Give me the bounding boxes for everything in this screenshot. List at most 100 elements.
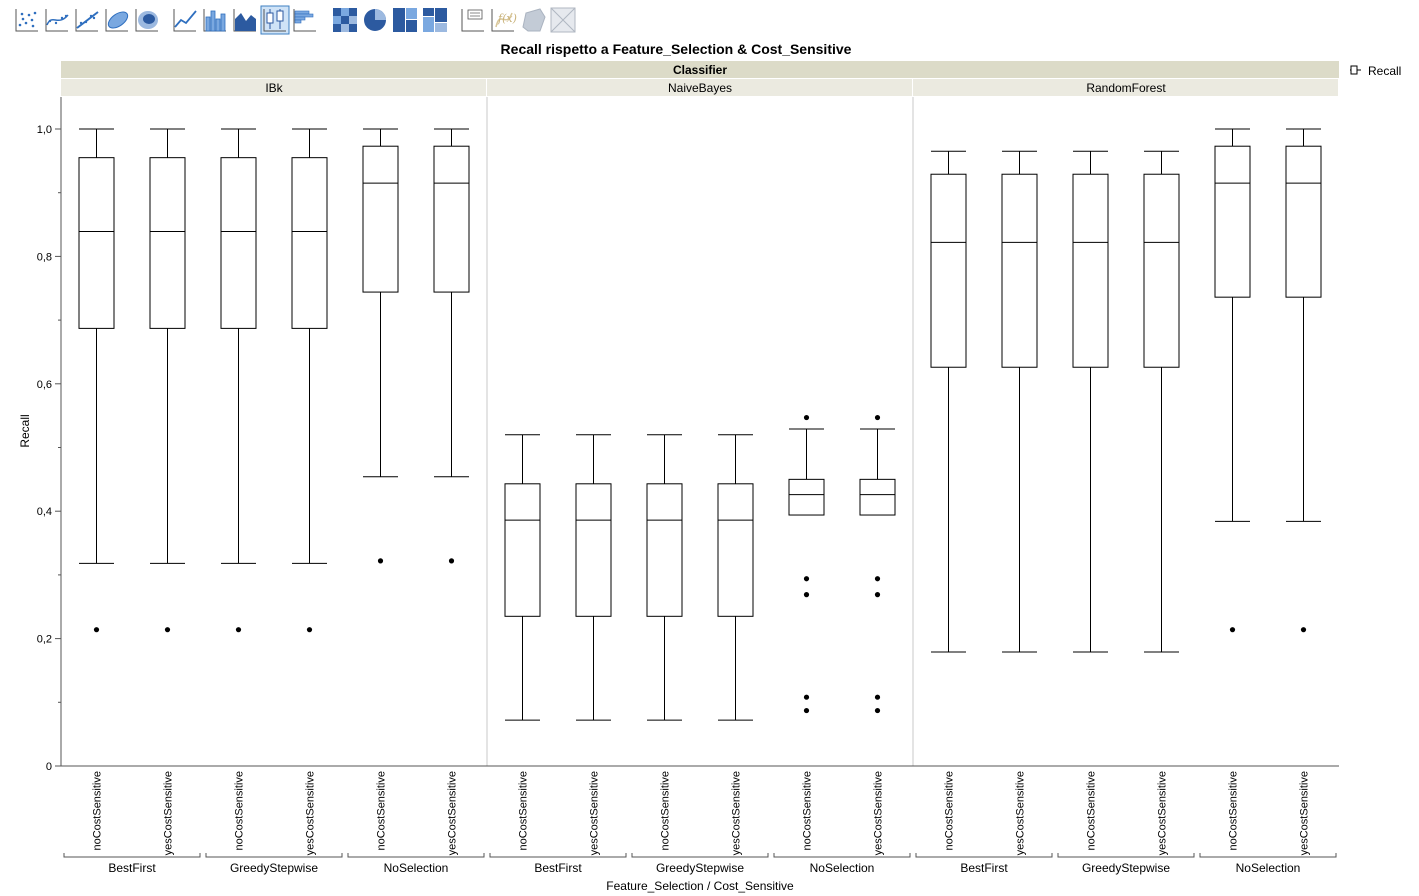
x-tick-label: yesCostSensitive — [1015, 771, 1027, 855]
outlier-point — [164, 627, 171, 633]
x-tick-label: yesCostSensitive — [873, 771, 885, 855]
x-tick-label: noCostSensitive — [234, 771, 246, 851]
box-randomforest-5[interactable] — [1214, 128, 1251, 633]
formula-button[interactable]: f(x) — [491, 9, 517, 32]
box-ibk-4[interactable] — [291, 128, 328, 633]
group-bracket — [631, 853, 769, 858]
iqr-box — [220, 157, 257, 329]
outlier-point — [306, 627, 313, 633]
iqr-box — [859, 478, 896, 516]
box-ibk-3[interactable] — [220, 128, 257, 633]
x-tick-label: noCostSensitive — [802, 771, 814, 851]
treemap-icon — [393, 8, 417, 32]
iqr-box — [646, 483, 683, 617]
outlier-point — [803, 414, 810, 421]
legend-label: Recall — [1368, 64, 1401, 78]
x-tick-label: yesCostSensitive — [731, 771, 743, 855]
group-label: GreedyStepwise — [656, 861, 744, 875]
ellipse-icon — [105, 9, 129, 32]
box-randomforest-1[interactable] — [930, 150, 967, 653]
box-naivebayes-1[interactable] — [504, 434, 541, 721]
x-tick-label: noCostSensitive — [944, 771, 956, 851]
line-button[interactable] — [173, 9, 197, 32]
box-randomforest-2[interactable] — [1001, 150, 1038, 653]
panel-header-label: IBk — [265, 81, 283, 95]
y-tick-label: 1,0 — [37, 124, 52, 136]
box-randomforest-4[interactable] — [1143, 150, 1180, 653]
box-naivebayes-3[interactable] — [646, 434, 683, 721]
panel-header — [913, 79, 1338, 96]
group-bracket — [489, 853, 627, 858]
box-ibk-2[interactable] — [149, 128, 186, 633]
iqr-box — [433, 145, 470, 293]
box-naivebayes-2[interactable] — [575, 434, 612, 721]
bar-icon — [203, 9, 226, 32]
x-tick-label: yesCostSensitive — [589, 771, 601, 855]
box-naivebayes-4[interactable] — [717, 434, 754, 721]
outlier-point — [377, 558, 384, 564]
histogram-icon — [293, 9, 316, 32]
classifier-header-bar — [61, 61, 1339, 78]
plot-area — [61, 97, 1339, 766]
box-naivebayes-6[interactable] — [859, 414, 896, 714]
group-label: NoSelection — [1236, 861, 1301, 875]
x-tick-label: noCostSensitive — [1228, 771, 1240, 851]
iqr-box — [788, 478, 825, 516]
x-tick-label: yesCostSensitive — [1157, 771, 1169, 855]
iqr-box — [1143, 173, 1180, 368]
box-ibk-6[interactable] — [433, 128, 470, 564]
outlier-point — [803, 707, 810, 714]
x-tick-label: noCostSensitive — [660, 771, 672, 851]
chart-title: Recall rispetto a Feature_Selection & Co… — [501, 41, 852, 57]
caption-box-button[interactable] — [461, 9, 484, 32]
legend[interactable]: Recall — [1350, 64, 1401, 78]
x-tick-label: yesCostSensitive — [163, 771, 175, 855]
iqr-box — [149, 157, 186, 329]
x-axis-title: Feature_Selection / Cost_Sensitive — [606, 879, 794, 893]
box-naivebayes-5[interactable] — [788, 414, 825, 714]
map-button[interactable] — [550, 7, 576, 33]
classifier-header-label: Classifier — [673, 63, 727, 77]
heatmap-button[interactable] — [333, 8, 357, 32]
pie-button[interactable] — [364, 9, 386, 31]
points-button[interactable] — [15, 9, 38, 32]
iqr-box — [1001, 173, 1038, 368]
group-bracket — [1199, 853, 1337, 858]
box-randomforest-6[interactable] — [1285, 128, 1322, 633]
y-tick-label: 0 — [46, 761, 52, 773]
area-button[interactable] — [233, 9, 256, 32]
line-of-fit-button[interactable] — [75, 9, 99, 32]
y-axis-title: Recall — [18, 414, 32, 447]
y-tick-label: 0,6 — [37, 379, 52, 391]
mosaic-icon — [423, 8, 447, 32]
iqr-box — [78, 157, 115, 329]
panel-ibk: IBk — [61, 79, 486, 633]
iqr-box — [1285, 145, 1322, 298]
box-randomforest-3[interactable] — [1072, 150, 1109, 653]
x-axis: noCostSensitive yesCostSensitive noCostSen… — [61, 765, 1339, 875]
toolbar-icons: f(x) — [15, 5, 576, 35]
treemap-button[interactable] — [393, 8, 417, 32]
caption-box-icon — [461, 9, 484, 32]
map-shapes-button[interactable] — [522, 8, 546, 32]
outlier-point — [803, 592, 810, 598]
line-of-fit-icon — [75, 9, 99, 32]
mosaic-button[interactable] — [423, 8, 447, 32]
ellipse-button[interactable] — [105, 9, 131, 32]
histogram-button[interactable] — [293, 9, 316, 32]
panel-header — [487, 79, 912, 96]
box-ibk-1[interactable] — [78, 128, 115, 633]
box-ibk-5[interactable] — [362, 128, 399, 564]
heatmap-icon — [333, 8, 357, 32]
iqr-box — [1072, 173, 1109, 368]
group-label: BestFirst — [108, 861, 156, 875]
smoother-button[interactable] — [45, 9, 69, 32]
group-bracket — [1057, 853, 1195, 858]
x-tick-label: noCostSensitive — [1086, 771, 1098, 851]
legend-marker-icon — [1350, 65, 1361, 75]
box-plot-button[interactable] — [260, 5, 290, 35]
bar-button[interactable] — [203, 9, 226, 32]
iqr-box — [291, 157, 328, 329]
contour-button[interactable] — [135, 9, 158, 32]
